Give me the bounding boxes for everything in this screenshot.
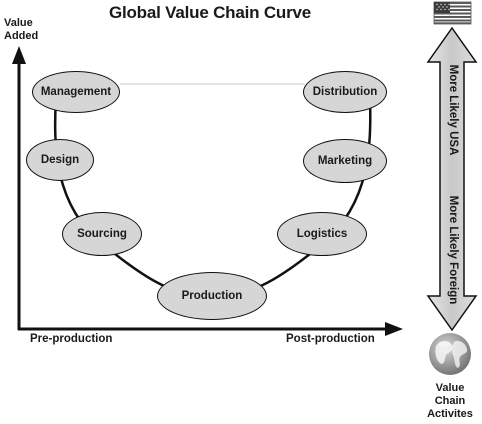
y-axis-label: Value Added — [4, 17, 38, 43]
more-likely-usa-label: More Likely USA — [447, 64, 459, 156]
x-axis-label-left: Pre-production — [30, 333, 113, 345]
node-marketing: Marketing — [303, 139, 387, 183]
value-chain-activities-caption: Value Chain Activites — [420, 382, 480, 421]
node-design: Design — [26, 139, 94, 181]
diagram-title: Global Value Chain Curve — [108, 3, 312, 22]
x-axis-label-right: Post-production — [286, 333, 375, 345]
y-axis-label-line2: Added — [4, 30, 39, 42]
value-curve — [53, 99, 372, 298]
globe-icon — [429, 333, 471, 375]
caption-line1: Value — [435, 382, 465, 394]
caption-line3: Activites — [427, 408, 473, 420]
y-axis-label-line1: Value — [4, 17, 33, 29]
node-management: Management — [32, 71, 120, 113]
more-likely-foreign-label: More Likely Foreign — [447, 195, 459, 305]
node-distribution: Distribution — [303, 71, 387, 113]
x-axis — [18, 322, 403, 336]
node-logistics: Logistics — [277, 212, 367, 256]
likelihood-double-arrow — [426, 26, 478, 332]
caption-line2: Chain — [434, 395, 466, 407]
node-sourcing: Sourcing — [62, 212, 142, 256]
node-production: Production — [157, 272, 267, 320]
y-axis — [12, 46, 26, 330]
us-flag-icon — [433, 1, 472, 25]
